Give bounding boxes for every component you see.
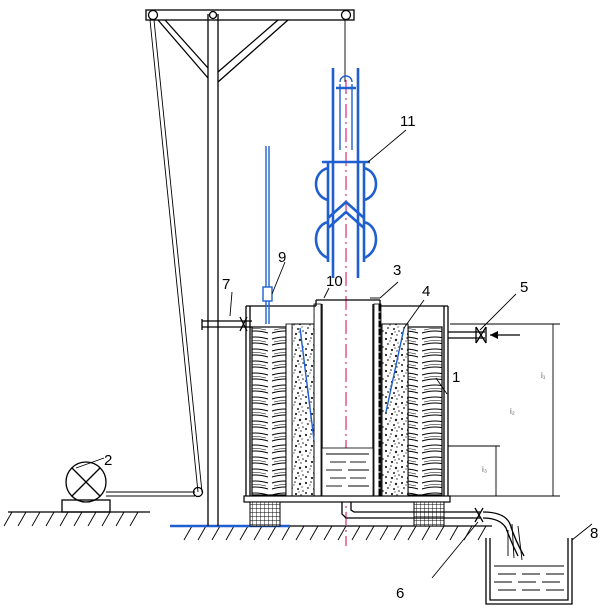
label-3: 3 xyxy=(393,262,401,279)
drain-pipe xyxy=(341,502,525,561)
overflow-pipe xyxy=(201,316,252,332)
label-6: 6 xyxy=(396,585,404,602)
gauge-rod xyxy=(262,146,273,324)
tank xyxy=(243,299,451,527)
dimension-lines xyxy=(448,323,560,497)
label-5: 5 xyxy=(520,279,528,296)
dimension-label-i1: i₁ xyxy=(541,371,546,380)
label-2: 2 xyxy=(104,452,112,469)
winch xyxy=(61,461,195,513)
dimension-label-i3: i₃ xyxy=(482,465,487,474)
label-1: 1 xyxy=(452,369,460,386)
probe-device xyxy=(314,68,378,278)
label-7: 7 xyxy=(222,276,230,293)
gantry-frame xyxy=(145,9,355,526)
label-10: 10 xyxy=(326,273,343,290)
dimension-label-i2: i₂ xyxy=(510,407,515,416)
inlet-pipe xyxy=(448,326,520,344)
leader-lines xyxy=(75,129,593,579)
label-11: 11 xyxy=(400,113,416,130)
label-4: 4 xyxy=(422,283,430,300)
label-9: 9 xyxy=(278,249,286,266)
label-8: 8 xyxy=(590,525,598,542)
collection-tank xyxy=(485,538,573,605)
